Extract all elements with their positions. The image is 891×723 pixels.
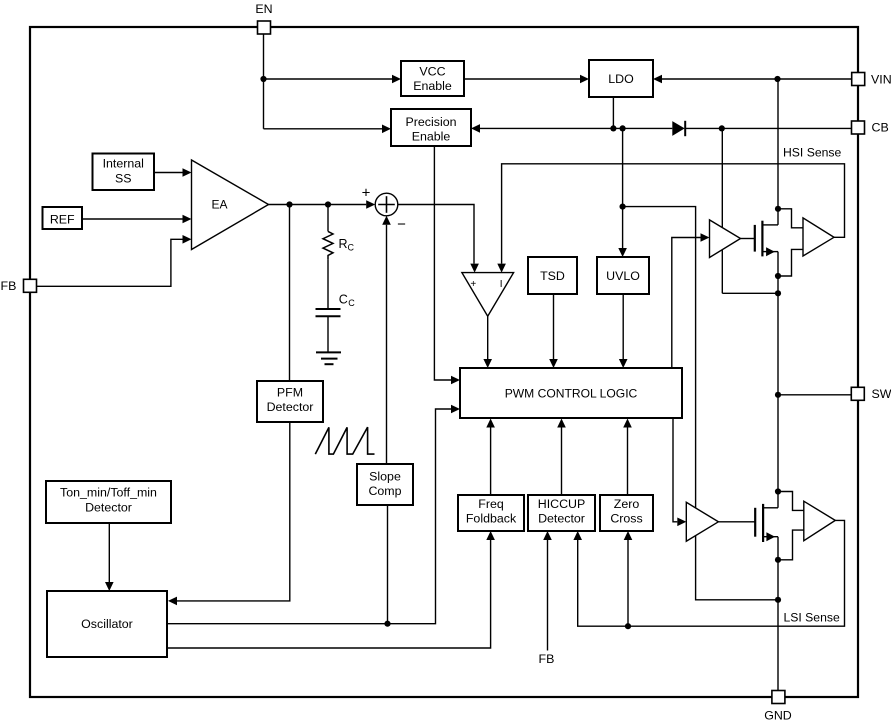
svg-text:Detector: Detector: [85, 501, 132, 515]
svg-text:Internal: Internal: [103, 157, 144, 171]
svg-text:C: C: [339, 293, 348, 307]
svg-text:VIN: VIN: [871, 73, 891, 87]
svg-text:FB: FB: [539, 652, 555, 666]
svg-text:Enable: Enable: [413, 79, 452, 93]
svg-text:UVLO: UVLO: [606, 269, 640, 283]
svg-text:R: R: [339, 237, 348, 251]
svg-text:I: I: [500, 279, 503, 290]
svg-text:EN: EN: [255, 2, 272, 16]
svg-text:Foldback: Foldback: [466, 512, 517, 526]
svg-text:HICCUP: HICCUP: [538, 497, 586, 511]
svg-text:Comp: Comp: [368, 484, 401, 498]
svg-text:FB: FB: [1, 279, 17, 293]
svg-text:Precision: Precision: [406, 115, 457, 129]
svg-text:SS: SS: [115, 171, 132, 185]
svg-text:+: +: [362, 185, 371, 202]
svg-text:VCC: VCC: [419, 65, 445, 79]
svg-text:CB: CB: [872, 121, 889, 135]
svg-text:LDO: LDO: [608, 72, 634, 86]
svg-text:GND: GND: [764, 709, 792, 723]
svg-text:Ton_min/Toff_min: Ton_min/Toff_min: [60, 486, 157, 500]
svg-text:Freq: Freq: [478, 497, 504, 511]
svg-text:SW: SW: [872, 387, 891, 401]
svg-text:PWM CONTROL LOGIC: PWM CONTROL LOGIC: [505, 386, 638, 400]
svg-text:Oscillator: Oscillator: [81, 617, 133, 631]
svg-text:TSD: TSD: [540, 269, 565, 283]
svg-text:Cross: Cross: [610, 512, 642, 526]
svg-text:LSI Sense: LSI Sense: [784, 611, 840, 625]
svg-text:−: −: [397, 216, 406, 233]
svg-text:C: C: [348, 298, 355, 308]
svg-text:+: +: [470, 279, 476, 290]
svg-text:PFM: PFM: [277, 386, 303, 400]
svg-text:Slope: Slope: [369, 470, 401, 484]
svg-text:HSI Sense: HSI Sense: [783, 146, 841, 160]
svg-text:Zero: Zero: [614, 497, 640, 511]
svg-text:REF: REF: [50, 212, 75, 226]
svg-text:Detector: Detector: [267, 400, 314, 414]
svg-text:Enable: Enable: [412, 130, 451, 144]
svg-text:C: C: [348, 243, 355, 253]
svg-text:EA: EA: [211, 198, 227, 212]
svg-text:Detector: Detector: [538, 512, 585, 526]
